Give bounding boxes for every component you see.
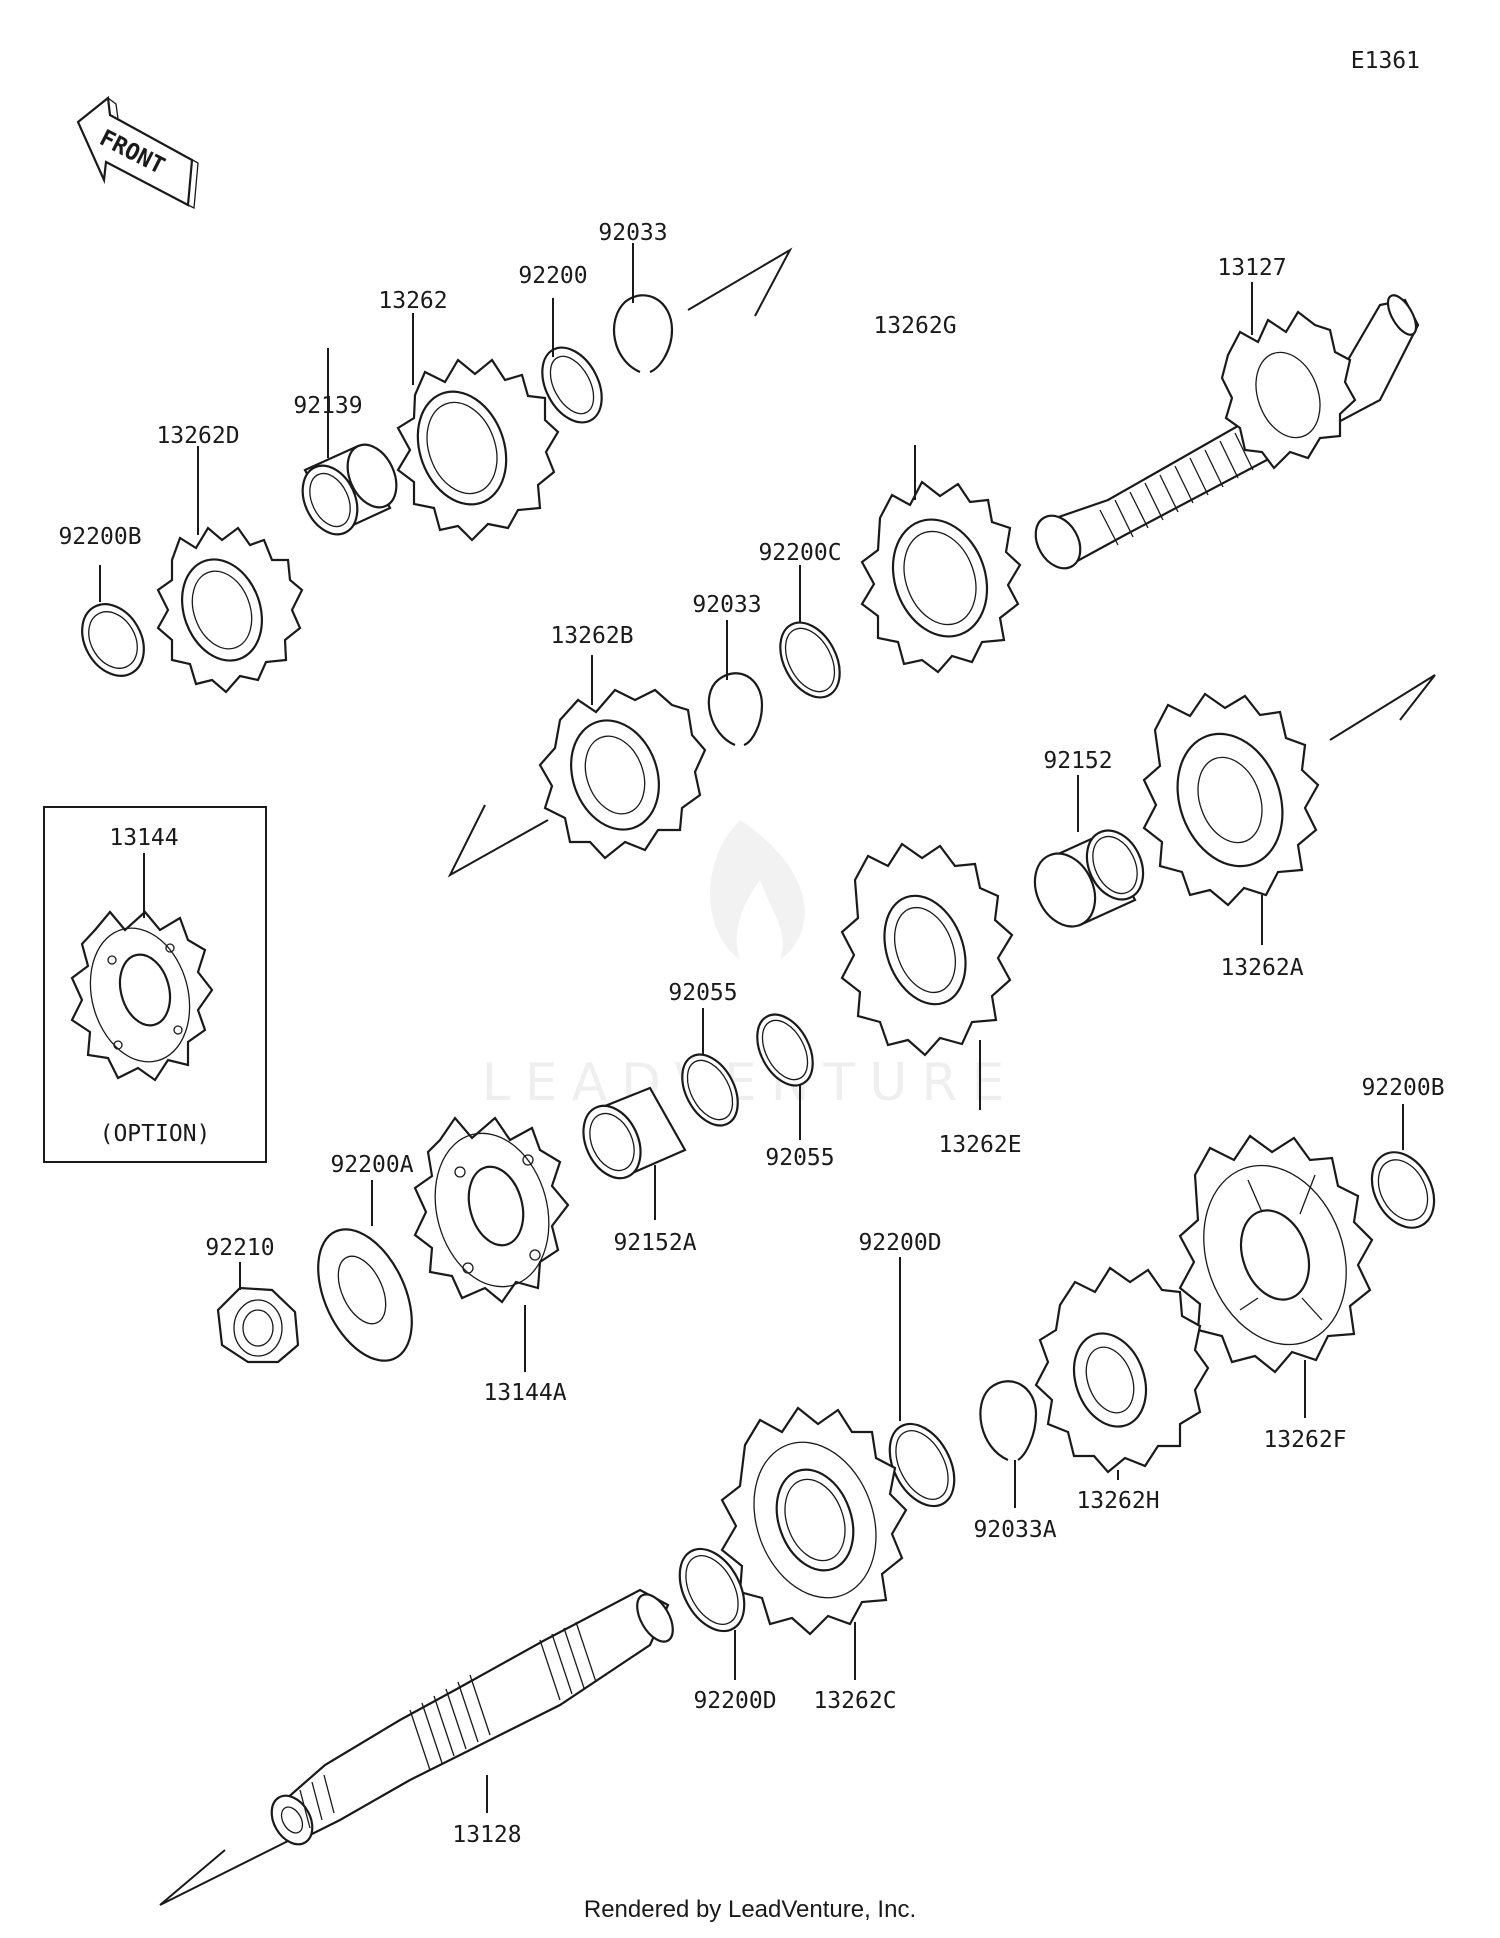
part-labels: 92033 92200 13262 92139 13262D 92200B 13… [58,220,1444,1848]
diagram-code: E1361 [1351,48,1420,74]
gear-13262h[interactable] [1034,1266,1210,1474]
gear-13262a[interactable] [1142,692,1320,907]
label-92152a[interactable]: 92152A [613,1230,696,1256]
gear-13262g[interactable] [860,480,1022,674]
watermark: LEADVENTURE [482,820,1019,1113]
axis-lines [159,247,1436,1906]
label-13262f[interactable]: 13262F [1263,1427,1346,1453]
label-92200c[interactable]: 92200C [758,540,841,566]
gear-13262b[interactable] [538,688,707,860]
bushing-92152a[interactable] [572,1086,687,1187]
label-92033-top[interactable]: 92033 [598,220,667,246]
gear-13262c[interactable] [720,1406,908,1636]
option-box: (OPTION) [43,806,267,1163]
label-92200d-top[interactable]: 92200D [858,1230,941,1256]
shaft-13128-splines [299,1621,597,1829]
label-13144a[interactable]: 13144A [483,1380,566,1406]
sprocket-13144a[interactable] [413,1116,570,1304]
label-13262d[interactable]: 13262D [156,423,239,449]
circlip-92033-mid[interactable] [707,672,764,747]
washer-92200b-right[interactable] [1359,1142,1446,1239]
gear-13262[interactable] [396,358,560,542]
label-13262h[interactable]: 13262H [1076,1488,1159,1514]
gear-13262f[interactable] [1178,1134,1374,1374]
label-92210[interactable]: 92210 [205,1235,274,1261]
front-arrow-icon: FRONT [76,95,199,210]
gear-13262d[interactable] [156,526,304,694]
label-13144[interactable]: 13144 [109,825,178,851]
label-92033-mid[interactable]: 92033 [692,592,761,618]
label-92200b-top[interactable]: 92200B [58,524,141,550]
leaders [99,243,1404,1813]
shaft-13127-splines [1099,432,1254,546]
label-13262g[interactable]: 13262G [873,313,956,339]
shaft-13127[interactable] [1027,291,1422,576]
washer-92200a[interactable] [299,1215,431,1376]
washer-92200d-bottom[interactable] [667,1538,758,1642]
washer-92200c[interactable] [768,612,851,707]
label-13127[interactable]: 13127 [1217,255,1286,281]
washer-92200b-top[interactable] [70,593,156,687]
label-92055-b[interactable]: 92055 [765,1145,834,1171]
nut-92210[interactable] [216,1286,300,1364]
circlip-92033-top[interactable] [612,294,674,374]
label-13262b[interactable]: 13262B [550,623,633,649]
washer-92200d-top[interactable] [877,1413,968,1517]
label-92200a[interactable]: 92200A [330,1152,413,1178]
bearing-92139[interactable] [292,437,406,543]
label-92152[interactable]: 92152 [1043,748,1112,774]
sprocket-13144[interactable] [70,910,214,1082]
watermark-text: LEADVENTURE [482,1053,1019,1113]
label-92200d-bottom[interactable]: 92200D [693,1688,776,1714]
label-13262e[interactable]: 13262E [938,1132,1021,1158]
label-92055-a[interactable]: 92055 [668,980,737,1006]
label-13262a[interactable]: 13262A [1220,955,1303,981]
label-13262[interactable]: 13262 [378,288,447,314]
footer-credit: Rendered by LeadVenture, Inc. [583,1896,917,1923]
option-label: (OPTION) [100,1121,211,1147]
label-13262c[interactable]: 13262C [813,1688,896,1714]
shaft-13128[interactable] [263,1588,680,1851]
circlip-92033a[interactable] [979,1380,1038,1462]
washer-92055-a[interactable] [671,1045,749,1135]
label-92200b-right[interactable]: 92200B [1361,1075,1444,1101]
label-92139[interactable]: 92139 [293,393,362,419]
washer-92055-b[interactable] [746,1005,824,1095]
washer-92200[interactable] [530,337,613,432]
gear-13262e[interactable] [840,842,1014,1057]
label-92033a[interactable]: 92033A [973,1517,1056,1543]
bushing-92152[interactable] [1024,821,1154,936]
label-13128[interactable]: 13128 [452,1822,521,1848]
label-92200[interactable]: 92200 [518,263,587,289]
